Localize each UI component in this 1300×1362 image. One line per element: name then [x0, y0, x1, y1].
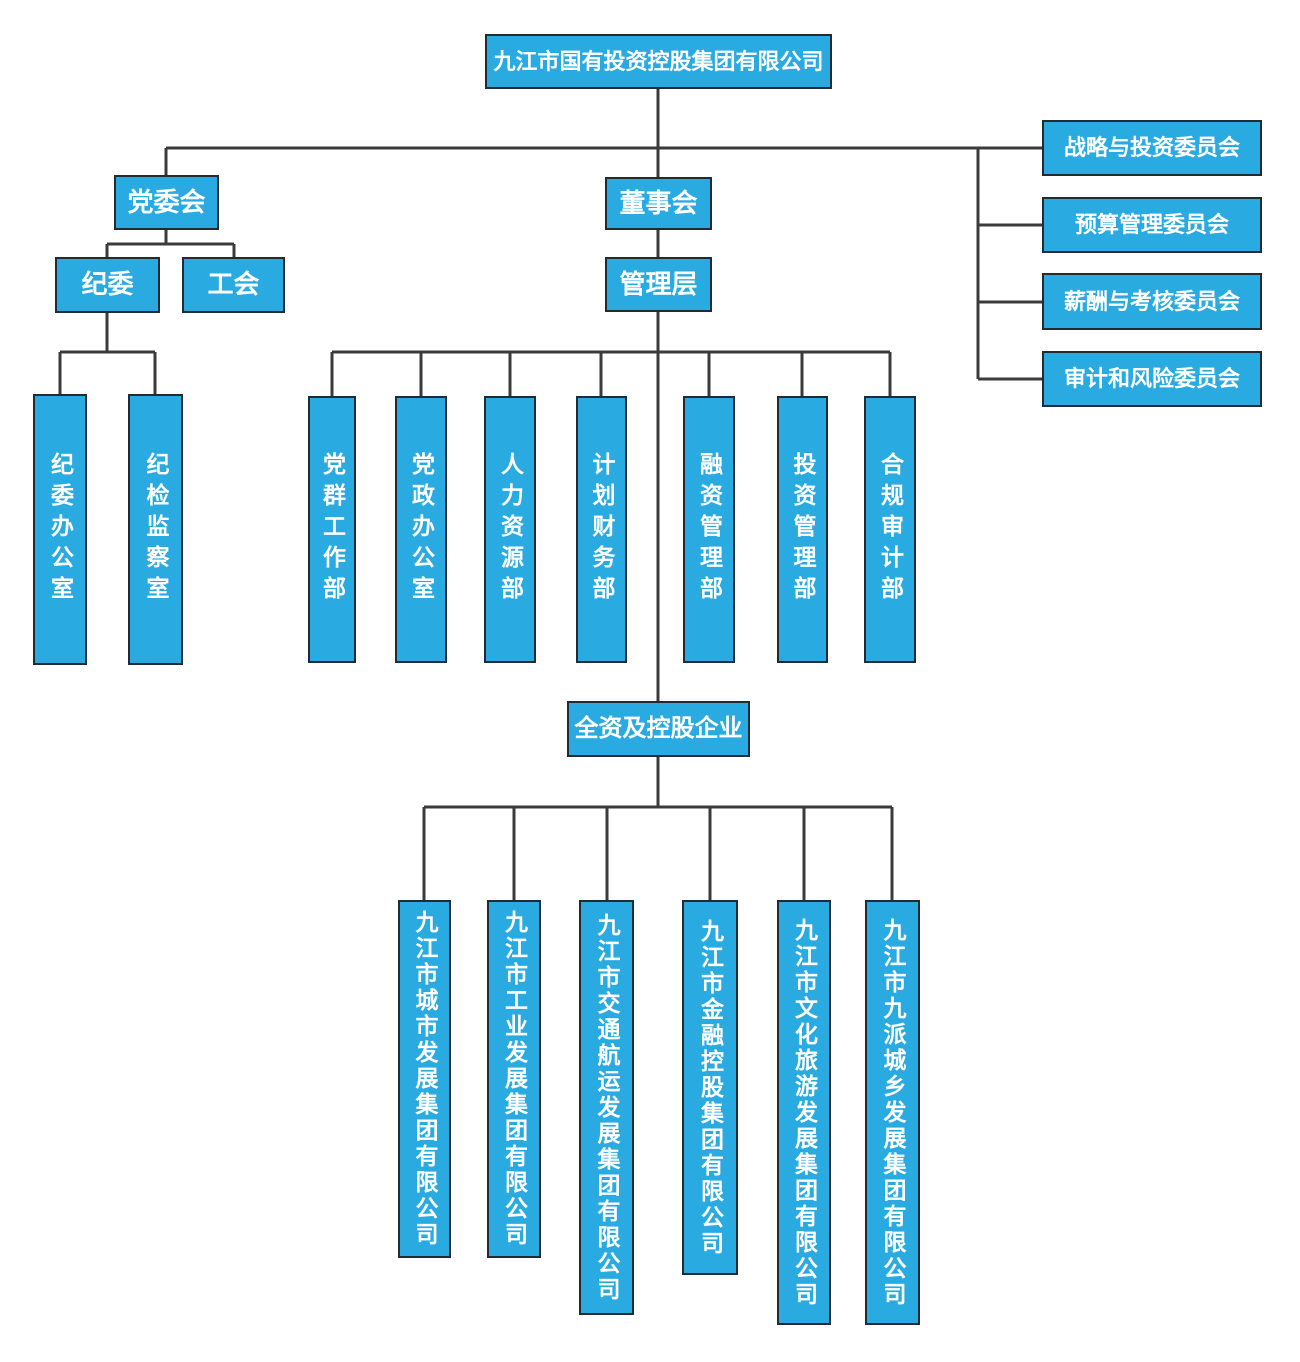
- org-node-committee-strategy-investment: 战略与投资委员会: [1042, 120, 1262, 176]
- org-node-discipline-committee: 纪委: [55, 257, 160, 313]
- org-node-committee-budget-management: 预算管理委员会: [1042, 197, 1262, 253]
- org-node-board-of-directors: 董事会: [605, 177, 712, 230]
- org-node-company-industrial-development: 九江市工业发展集团有限公司: [487, 900, 541, 1258]
- org-node-committee-compensation-assessment: 薪酬与考核委员会: [1042, 273, 1262, 330]
- org-node-dept-compliance-audit: 合规审计部: [864, 396, 916, 663]
- org-node-company-transport-shipping: 九江市交通航运发展集团有限公司: [579, 900, 634, 1315]
- org-node-discipline-inspection-office: 纪检监察室: [128, 394, 183, 665]
- org-node-dept-planning-finance: 计划财务部: [576, 396, 627, 663]
- org-node-holding-enterprises: 全资及控股企业: [567, 701, 750, 757]
- org-node-committee-audit-risk: 审计和风险委员会: [1042, 351, 1262, 407]
- org-node-dept-party-admin-office: 党政办公室: [395, 396, 447, 663]
- org-node-dept-human-resources: 人力资源部: [484, 396, 536, 663]
- org-node-company-culture-tourism: 九江市文化旅游发展集团有限公司: [777, 900, 831, 1325]
- org-node-root: 九江市国有投资控股集团有限公司: [485, 34, 832, 89]
- org-node-dept-party-mass-work: 党群工作部: [308, 396, 356, 663]
- org-node-management: 管理层: [605, 257, 712, 312]
- org-node-dept-investment-management: 投资管理部: [777, 396, 828, 663]
- org-node-company-financial-holding: 九江市金融控股集团有限公司: [682, 900, 738, 1275]
- org-node-party-committee: 党委会: [114, 175, 219, 230]
- org-node-company-jiupai-urban-rural: 九江市九派城乡发展集团有限公司: [865, 900, 920, 1325]
- org-node-dept-financing-management: 融资管理部: [683, 396, 735, 663]
- org-node-labor-union: 工会: [182, 257, 285, 313]
- org-node-company-urban-development: 九江市城市发展集团有限公司: [398, 900, 451, 1258]
- org-node-discipline-office: 纪委办公室: [33, 394, 87, 665]
